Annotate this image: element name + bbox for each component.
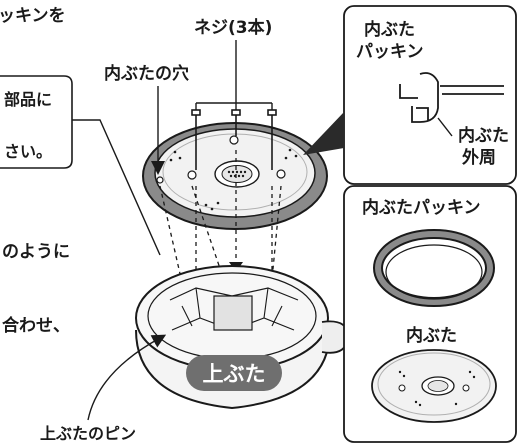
mid-fragment-1: のように bbox=[2, 242, 70, 262]
lid-holes-label: 内ぶたの穴 bbox=[104, 64, 189, 84]
upper-lid-pin-pointer bbox=[87, 334, 167, 421]
detail-panel-top bbox=[343, 5, 517, 185]
callout-pointer bbox=[72, 119, 161, 256]
upper-lid-body bbox=[135, 265, 349, 410]
panel-top-outer-line2: 外周 bbox=[462, 148, 496, 168]
gasket-ring bbox=[373, 229, 495, 307]
screws bbox=[191, 109, 277, 170]
detail-callout-wedge bbox=[303, 112, 344, 155]
callout-text-line2: さい。 bbox=[4, 142, 53, 161]
callout-box bbox=[0, 75, 73, 169]
panel-top-title-line2: パッキン bbox=[356, 42, 424, 62]
panel-lid-title: 内ぶた bbox=[406, 326, 457, 346]
callout-text-line1: 部品に bbox=[4, 90, 53, 109]
top-left-fragment: ッキンを bbox=[0, 6, 66, 26]
panel-gasket-title: 内ぶたパッキン bbox=[362, 198, 481, 218]
panel-top-outer-line1: 内ぶた bbox=[458, 126, 509, 146]
mid-fragment-2: 合わせ、 bbox=[2, 316, 70, 336]
upper-lid-pin-label: 上ぶたのピン bbox=[40, 424, 137, 443]
screws-label: ネジ(3本) bbox=[194, 18, 273, 38]
screw-guide-lines bbox=[195, 40, 273, 112]
inner-lid-small bbox=[371, 349, 497, 423]
gasket-cross-section bbox=[399, 72, 504, 123]
inner-lid-top bbox=[142, 122, 328, 230]
panel-top-title-line1: 内ぶた bbox=[364, 20, 415, 40]
upper-lid-badge: 上ぶた bbox=[186, 355, 282, 391]
